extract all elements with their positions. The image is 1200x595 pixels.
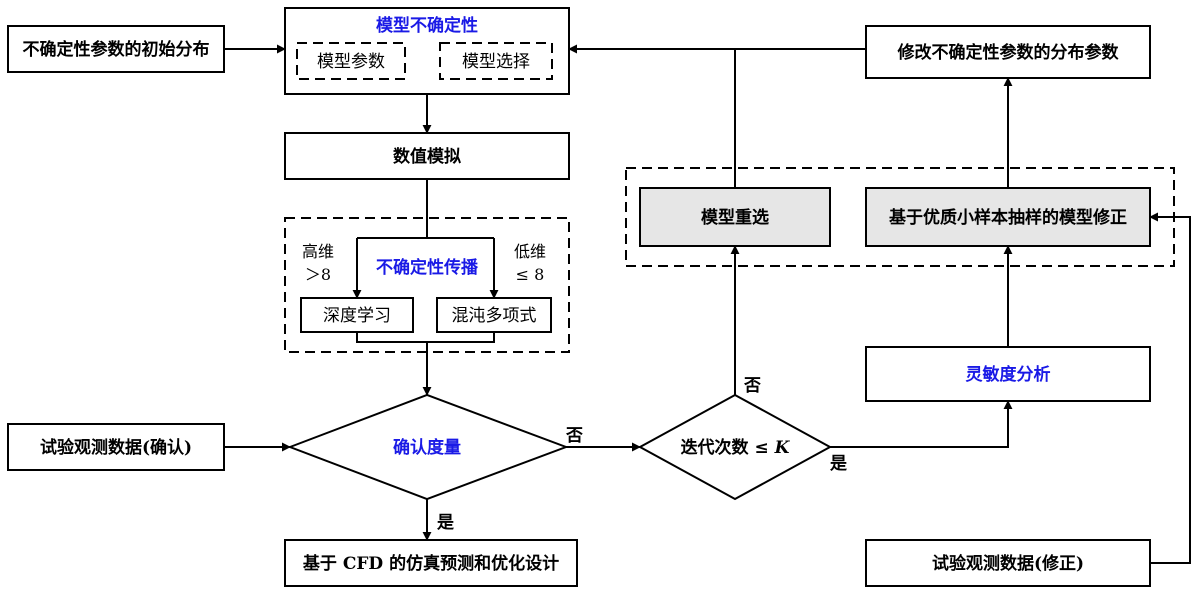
iteration-prefix: 迭代次数 ≤	[681, 437, 775, 458]
arrow-iteration-to-sensitivity	[830, 400, 1013, 448]
label-yes-metric: 是	[437, 513, 454, 533]
cfd-design-label: 基于 CFD 的仿真预测和优化设计	[302, 553, 559, 574]
arrow-calibration-to-correction	[1149, 212, 1191, 564]
model-uncertainty-label: 模型不确定性	[376, 15, 478, 36]
polynomial-chaos-label: 混沌多项式	[452, 306, 537, 326]
label-yes-iteration: 是	[830, 454, 847, 474]
cfd-design-node: 基于 CFD 的仿真预测和优化设计	[284, 539, 578, 587]
calibration-data-label: 试验观测数据(修正)	[932, 553, 1084, 574]
modify-params-label: 修改不确定性参数的分布参数	[897, 42, 1120, 63]
validation-metric-node: 确认度量	[287, 393, 569, 501]
numerical-sim-label: 数值模拟	[393, 146, 461, 167]
iteration-node: 迭代次数 ≤ K	[637, 393, 833, 501]
low-dim-cond-label: ≤ 8	[516, 265, 545, 284]
high-dim-label: 高维	[302, 242, 334, 261]
connectors	[224, 44, 1191, 564]
iteration-label: 迭代次数 ≤ K	[681, 437, 791, 458]
sensitivity-label: 灵敏度分析	[966, 364, 1051, 385]
sensitivity-node: 灵敏度分析	[865, 346, 1151, 402]
label-no-metric: 否	[565, 426, 583, 446]
numerical-sim-node: 数值模拟	[284, 132, 570, 180]
modify-params-node: 修改不确定性参数的分布参数	[865, 25, 1151, 79]
validation-data-label: 试验观测数据(确认)	[40, 437, 192, 458]
uncertainty-propagation-label: 不确定性传播	[376, 257, 479, 278]
validation-metric-label: 确认度量	[393, 437, 461, 458]
initial-distribution-node: 不确定性参数的初始分布	[7, 25, 225, 73]
small-sample-correction-label: 基于优质小样本抽样的模型修正	[888, 207, 1127, 228]
model-reselect-label: 模型重选	[701, 207, 769, 228]
model-selection-label: 模型选择	[462, 52, 530, 72]
iteration-var: K	[774, 438, 791, 458]
label-no-iteration: 否	[743, 376, 761, 396]
correction-group: 模型重选 基于优质小样本抽样的模型修正	[625, 167, 1175, 267]
deep-learning-label: 深度学习	[323, 306, 391, 326]
calibration-data-node: 试验观测数据(修正)	[865, 539, 1151, 587]
model-uncertainty-node: 模型不确定性 模型参数 模型选择	[284, 7, 570, 95]
line-prop-merge	[356, 332, 495, 343]
initial-distribution-label: 不确定性参数的初始分布	[23, 39, 210, 60]
model-params-label: 模型参数	[317, 52, 385, 72]
validation-data-node: 试验观测数据(确认)	[7, 423, 225, 471]
high-dim-cond-label: ＞8	[305, 265, 331, 284]
low-dim-label: 低维	[514, 242, 546, 261]
